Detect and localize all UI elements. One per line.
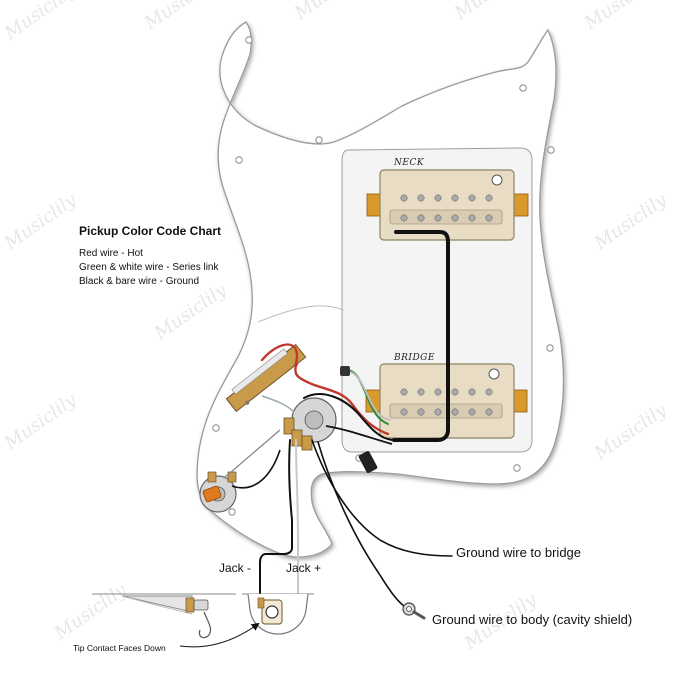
watermark-mark: Musiclily <box>290 0 371 25</box>
switch-to-volume-wire <box>261 395 295 413</box>
pole-piece <box>417 388 425 396</box>
neck-pole-pieces <box>400 194 493 222</box>
pole-piece <box>400 194 408 202</box>
watermark-mark: Musiclily <box>140 0 221 35</box>
watermark-mark: Musiclily <box>150 279 231 345</box>
pole-piece <box>485 388 493 396</box>
tone-ground-wire <box>231 449 281 489</box>
pole-piece <box>468 388 476 396</box>
ground-body-label: Ground wire to body (cavity shield) <box>432 612 632 627</box>
ground-wire-to-bridge <box>311 439 453 557</box>
bridge-pickup-label: BRIDGE <box>393 353 435 363</box>
pole-piece <box>434 388 442 396</box>
pole-piece <box>451 194 459 202</box>
pole-piece <box>400 388 408 396</box>
watermark-mark: Musiclily <box>590 189 671 255</box>
legend-item: Green & white wire - Series link <box>79 262 219 273</box>
watermark-mark: Musiclily <box>450 0 531 25</box>
tip-contact-label: Tip Contact Faces Down <box>73 643 166 653</box>
pole-piece <box>485 214 493 222</box>
hot-wire-to-pot <box>325 425 393 445</box>
pickup-selector-switch[interactable] <box>224 341 307 413</box>
control-cavity-edge <box>257 305 345 323</box>
ground-bridge-label: Ground wire to bridge <box>456 545 581 560</box>
neck-lead-wire <box>392 230 450 442</box>
ground-ring-terminal <box>402 602 426 620</box>
ground-wire-to-body <box>317 441 405 607</box>
chart-title: Pickup Color Code Chart <box>79 224 221 238</box>
pole-piece <box>417 194 425 202</box>
pole-piece <box>468 408 476 416</box>
pole-piece <box>400 408 408 416</box>
pole-piece <box>485 194 493 202</box>
bridge-ground-joint <box>358 451 378 473</box>
ground-wire-switch <box>303 393 393 441</box>
pole-piece <box>451 408 459 416</box>
pole-piece <box>417 214 425 222</box>
pole-piece <box>485 408 493 416</box>
output-jack[interactable] <box>242 593 314 635</box>
pole-piece <box>434 214 442 222</box>
pole-piece <box>417 408 425 416</box>
watermark-mark: Musiclily <box>0 189 81 255</box>
bridge-pole-pieces <box>400 388 493 416</box>
pole-piece <box>434 194 442 202</box>
pickguard-screws <box>212 36 555 516</box>
tone-capacitor <box>202 485 222 503</box>
pole-piece <box>451 388 459 396</box>
volume-pot[interactable] <box>283 397 337 451</box>
watermark-mark: Musiclily <box>0 0 81 45</box>
watermark-mark: Musiclily <box>590 399 671 465</box>
watermark-mark: Musiclily <box>0 389 81 455</box>
pole-piece <box>451 214 459 222</box>
series-link-white-wire <box>349 371 391 421</box>
pole-piece <box>434 408 442 416</box>
jack-plus-label: Jack + <box>286 561 321 575</box>
watermark-mark: Musiclily <box>50 579 131 645</box>
tip-contact-arrow <box>179 622 260 648</box>
jack-minus-label: Jack - <box>219 561 251 575</box>
jack-ground-wire <box>259 439 293 599</box>
legend-item: Red wire - Hot <box>79 248 143 259</box>
neck-pickup-label: NECK <box>393 158 425 168</box>
jack-side-view <box>92 593 236 639</box>
legend-item: Black & bare wire - Ground <box>79 276 199 287</box>
tone-to-volume-wire <box>223 429 281 479</box>
watermark-mark: Musiclily <box>580 0 661 35</box>
pole-piece <box>400 214 408 222</box>
pole-piece <box>468 194 476 202</box>
neck-pickup[interactable]: NECK <box>366 158 529 241</box>
pole-piece <box>468 214 476 222</box>
series-link-solder-joint <box>340 366 350 376</box>
